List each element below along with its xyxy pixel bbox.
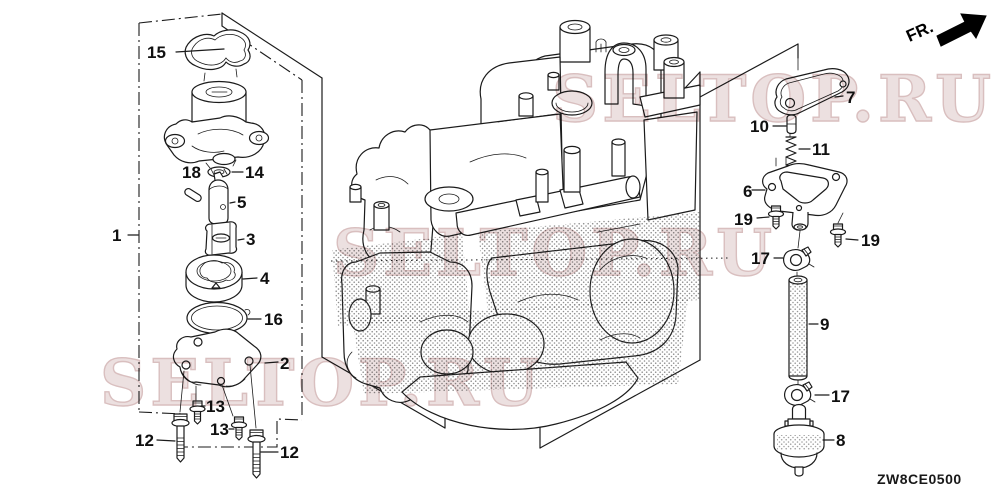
part-13-bolt (189, 400, 206, 425)
diagram-code: ZW8CE0500 (877, 471, 962, 487)
callout-9[interactable]: 9 (820, 315, 830, 334)
callout-1[interactable]: 1 (112, 226, 122, 245)
part-6-valve-body (762, 156, 848, 249)
part-9-tube (788, 275, 808, 385)
callout-10[interactable]: 10 (750, 117, 769, 136)
callout-13[interactable]: 13 (206, 397, 225, 416)
callout-16[interactable]: 16 (264, 310, 283, 329)
part-10-valve (786, 114, 797, 135)
part-16-o-ring (186, 301, 251, 335)
part-19-bolt (829, 223, 847, 248)
part-18-pin (184, 187, 202, 203)
part-4-outer-rotor (185, 254, 243, 303)
part-17-clamp (782, 246, 815, 272)
callout-12[interactable]: 12 (135, 431, 154, 450)
callout-14[interactable]: 14 (245, 163, 264, 182)
fr-arrow-icon (936, 13, 987, 47)
callout-8[interactable]: 8 (836, 431, 846, 450)
stipple-texture (332, 212, 700, 394)
relief-valve-and-strainer-parts (762, 68, 850, 477)
oil-pump-body (163, 80, 270, 169)
part-7-gasket (774, 68, 850, 116)
callout-2[interactable]: 2 (280, 354, 290, 373)
callout-19[interactable]: 19 (734, 210, 753, 229)
callout-17[interactable]: 17 (751, 249, 770, 268)
callout-15[interactable]: 15 (147, 43, 166, 62)
part-12-bolt (171, 413, 190, 463)
callout-6[interactable]: 6 (743, 182, 753, 201)
crankshaft-centerline (330, 257, 732, 262)
callout-19[interactable]: 19 (861, 231, 880, 250)
callout-leaders (127, 48, 859, 453)
callout-12[interactable]: 12 (280, 443, 299, 462)
part-2-cover-plate (172, 328, 262, 429)
callout-18[interactable]: 18 (182, 163, 201, 182)
part-8-strainer (773, 403, 825, 477)
callout-5[interactable]: 5 (237, 193, 247, 212)
callout-4[interactable]: 4 (260, 269, 270, 288)
part-group-box (138, 13, 303, 448)
part-3-inner-rotor (204, 221, 238, 256)
oil-pump-exploded-parts (163, 29, 270, 479)
callout-7[interactable]: 7 (846, 88, 856, 107)
part-5-shaft (208, 171, 229, 225)
part-15-gasket (184, 29, 251, 82)
callout-17[interactable]: 17 (831, 387, 850, 406)
part-17-clamp (783, 381, 816, 407)
callout-13[interactable]: 13 (210, 420, 229, 439)
part-12-bolt (247, 429, 266, 479)
leader (837, 212, 844, 224)
callout-3[interactable]: 3 (246, 230, 256, 249)
callout-11[interactable]: 11 (812, 140, 830, 159)
